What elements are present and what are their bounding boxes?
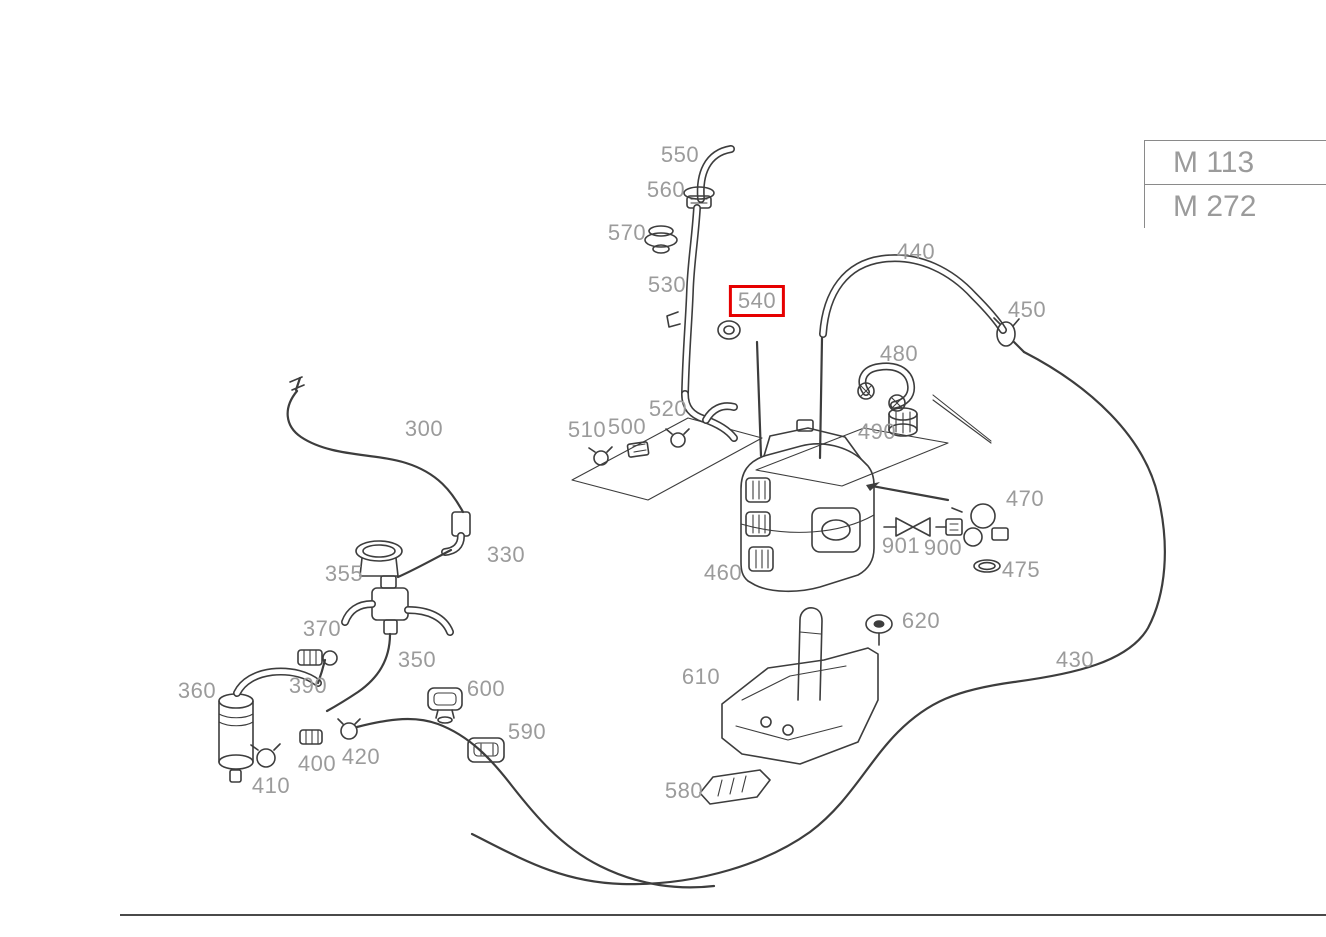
engine-code-row-m113: M 113 — [1145, 140, 1326, 184]
part-label-390[interactable]: 390 — [288, 673, 328, 698]
unit-470-475-art — [951, 503, 1009, 573]
bracket-610-620-art — [721, 607, 893, 765]
part-label-540[interactable]: 540 — [728, 285, 786, 317]
part-label-580[interactable]: 580 — [664, 778, 704, 803]
part-label-350[interactable]: 350 — [397, 647, 437, 672]
part-label-610[interactable]: 610 — [681, 664, 721, 689]
part-label-550[interactable]: 550 — [660, 142, 700, 167]
part-label-400[interactable]: 400 — [297, 751, 337, 776]
part-label-560[interactable]: 560 — [646, 177, 686, 202]
engine-code-table: M 113 M 272 — [1144, 140, 1326, 228]
part-label-360[interactable]: 360 — [177, 678, 217, 703]
vent-pipe-assembly-art — [644, 145, 763, 458]
clamps-400-420-art — [299, 717, 716, 889]
part-label-300[interactable]: 300 — [404, 416, 444, 441]
part-label-450[interactable]: 450 — [1007, 297, 1047, 322]
part-label-530[interactable]: 530 — [647, 272, 687, 297]
part-label-490[interactable]: 490 — [857, 419, 897, 444]
bracket-355-art — [355, 540, 403, 577]
engine-code-label: M 113 — [1173, 145, 1255, 179]
part-label-475[interactable]: 475 — [1001, 557, 1041, 582]
clamp-390-art — [297, 649, 338, 666]
part-label-480[interactable]: 480 — [879, 341, 919, 366]
footer-rule — [120, 914, 1326, 916]
canister-460-art — [740, 419, 950, 593]
part-label-355[interactable]: 355 — [324, 561, 364, 586]
hose-440-art — [818, 254, 1026, 460]
part-label-510[interactable]: 510 — [567, 417, 607, 442]
part-label-520[interactable]: 520 — [648, 396, 688, 421]
part-label-470[interactable]: 470 — [1005, 486, 1045, 511]
part-label-370[interactable]: 370 — [302, 616, 342, 641]
part-label-570[interactable]: 570 — [607, 220, 647, 245]
valve-901-900-art — [883, 517, 963, 537]
part-label-900[interactable]: 900 — [923, 535, 963, 560]
grommets-600-590-art — [427, 687, 505, 763]
part-label-901[interactable]: 901 — [881, 533, 921, 558]
clamps-510-500-art — [588, 441, 650, 466]
part-label-330[interactable]: 330 — [486, 542, 526, 567]
part-label-420[interactable]: 420 — [341, 744, 381, 769]
part-label-430[interactable]: 430 — [1055, 647, 1095, 672]
hose-480-490-art — [857, 362, 992, 444]
valve-370-350-art — [325, 575, 454, 713]
mounting-plane-art — [571, 417, 949, 501]
engine-code-label: M 272 — [1173, 189, 1257, 223]
part-label-590[interactable]: 590 — [507, 719, 547, 744]
pump-360-art — [218, 658, 327, 783]
bracket-580-art — [699, 769, 771, 805]
engine-code-row-m272: M 272 — [1145, 184, 1326, 228]
line-300-330-art — [286, 376, 471, 579]
part-label-500[interactable]: 500 — [607, 414, 647, 439]
part-label-600[interactable]: 600 — [466, 676, 506, 701]
part-label-460[interactable]: 460 — [703, 560, 743, 585]
part-label-620[interactable]: 620 — [901, 608, 941, 633]
part-label-440[interactable]: 440 — [896, 239, 936, 264]
part-label-410[interactable]: 410 — [251, 773, 291, 798]
